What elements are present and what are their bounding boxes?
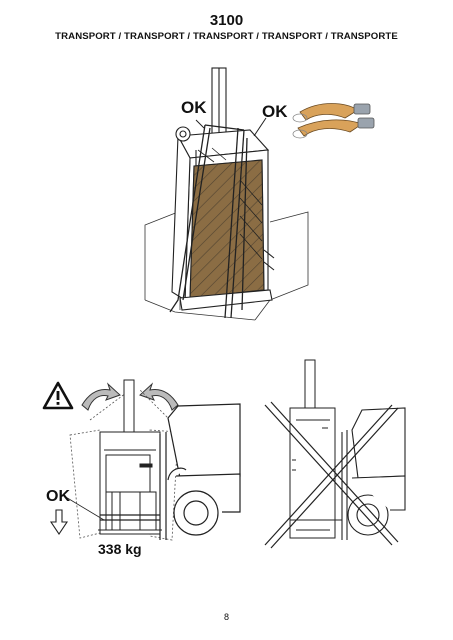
page-subtitle: TRANSPORT / TRANSPORT / TRANSPORT / TRAN… — [55, 31, 398, 42]
baler-side — [289, 359, 336, 539]
ratchet-straps — [292, 103, 375, 139]
forklift-side — [290, 407, 406, 540]
ok-label-forklift: OK — [46, 488, 70, 505]
ok-label-right: OK — [262, 102, 288, 121]
warning-triangle-icon — [42, 381, 74, 410]
lift-straps — [169, 124, 248, 319]
ok-pointers — [195, 117, 267, 137]
baler-front — [98, 379, 162, 535]
weight-label: 338 kg — [98, 541, 142, 557]
cross-mark — [264, 401, 399, 549]
down-arrow-icon — [49, 509, 69, 535]
page-number: 8 — [223, 612, 229, 622]
ok-label-left: OK — [181, 98, 207, 117]
forklift — [100, 403, 241, 540]
baler-body — [171, 126, 275, 311]
hatch-marks — [197, 147, 263, 260]
model-number: 3100 — [209, 12, 244, 29]
